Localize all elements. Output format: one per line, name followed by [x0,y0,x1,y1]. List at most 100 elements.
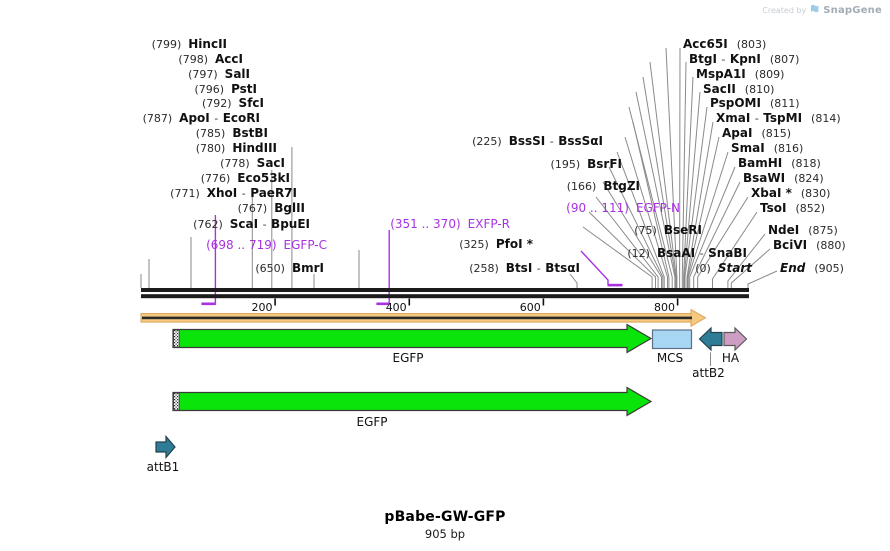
leader-line-AccI [649,61,677,288]
site-label-Acc65I: Acc65I(803) [683,37,767,52]
ruler-label-600: 600 [520,301,541,314]
site-label-XbaI *: XbaI *(830) [751,186,831,201]
site-label-BtgZI: (166)BtgZI [566,179,640,194]
site-label-ScaI-BpuEI: (762)ScaI - BpuEI [193,217,310,232]
site-label-BsaAI-SnaBI: (12)BsaAI - SnaBI [627,246,747,261]
leader-line-BamHI [689,166,736,288]
site-label-BsrFI: (195)BsrFI [550,157,622,172]
attb1-label: attB1 [146,460,180,474]
ruler-tick-400 [408,298,411,306]
site-label-HindIII: (780)HindIII [195,141,277,156]
leader-lines-group [140,47,778,306]
site-label-ApoI-EcoRI: (787)ApoI - EcoRI [142,111,260,126]
ha-arrow [723,326,748,352]
site-label-ApaI: ApaI(815) [722,126,792,141]
site-label-Eco53kI: (776)Eco53kI [200,171,290,186]
site-label-BseRI: (75)BseRI [634,223,702,238]
leader-line-ApoI [632,121,670,288]
site-label-SacII: SacII(810) [703,82,775,97]
site-label-BciVI: BciVI(880) [773,238,846,253]
site-label-BtsI-BtsαI: (258)BtsI - BtsαI [469,261,580,276]
leader-line-ScaI [582,226,653,288]
leader-line-EGFP-C [580,250,609,285]
attb2-label: attB2 [692,366,725,380]
snapgene-flag-icon [811,4,819,17]
site-label-MspA1I: MspA1I(809) [696,67,785,82]
site-label-AccI: (798)AccI [178,52,243,67]
title-block: pBabe-GW-GFP 905 bp [0,509,890,541]
egfp-2-label: EGFP [356,415,388,429]
site-label-BamHI: BamHI(818) [738,156,821,171]
site-label-SmaI: SmaI(816) [731,141,804,156]
primer-bar-EGFP-N [201,302,216,306]
ruler-tick-200 [274,298,276,306]
site-label-SfcI: (792)SfcI [201,96,264,111]
attb2-arrow [698,326,723,352]
site-label-PstI: (796)PstI [194,82,257,97]
site-label-XmaI-TspMI: XmaI - TspMI(814) [716,111,841,126]
site-label-SalI: (797)SalI [188,67,250,82]
leader-line-End [747,270,778,288]
watermark-created-by-text: Created by [762,6,807,15]
attb1-arrow [155,434,176,460]
leader-line-BmrI [569,273,578,288]
site-label-BssSI-BssSαI: (225)BssSI - BssSαI [472,134,603,149]
leader-line-XbaI * [697,196,749,288]
primer-bar-EXFP-R [376,302,390,306]
ruler-label-200: 200 [252,301,273,314]
leader-line-PstI [635,91,676,288]
leader-line-BciVI [730,248,771,288]
site-label-XhoI-PaeR7I: (771)XhoI - PaeR7I [170,186,297,201]
site-label-EGFP-C: (698 .. 719)EGFP-C [206,238,327,252]
site-label-BmrI: (650)BmrI [255,261,324,276]
watermark-brand-text: SnapGene [823,5,882,16]
leader-line-XhoI [595,196,659,288]
plasmid-size: 905 bp [424,527,466,541]
site-label-PspOMI: PspOMI(811) [710,96,800,111]
ruler-line-top [141,288,749,292]
ruler: 200 400 600 800 [141,288,749,314]
leader-line-SmaI [687,151,729,288]
site-label-BtgI-KpnI: BtgI - KpnI(807) [689,52,800,67]
leader-line-SalI [642,76,677,288]
leader-line-NdeI [727,233,766,288]
orf-frame-arrow [140,308,707,328]
site-label-NdeI: NdeI(875) [768,223,838,238]
leader-line-BglII [588,211,656,288]
ruler-label-800: 800 [654,301,675,314]
egfp-arrow-2-hatched-start [173,392,180,411]
egfp-arrow-2 [172,386,653,417]
site-label-BglII: (767)BglII [237,201,305,216]
plasmid-name: pBabe-GW-GFP [384,509,506,525]
ruler-tick-800 [676,298,679,306]
leader-line-TsoI [712,211,758,288]
leader-line-SacII [683,91,701,288]
leader-line-Eco53kI [602,181,662,288]
primer-bar-EGFP-C [607,283,623,287]
site-label-TsoI: TsoI(852) [760,201,826,216]
site-label-SacI: (778)SacI [220,156,285,171]
egfp-1-label: EGFP [392,351,424,365]
site-label-End: End(905) [780,261,844,276]
site-label-BsaWI: BsaWI(824) [743,171,824,186]
ruler-tick-600 [542,298,545,306]
site-label-EGFP-N: (90 .. 111)EGFP-N [566,201,680,215]
ruler-line-bottom [141,294,749,299]
leader-line-MspA1I [683,76,694,288]
site-label-Start: (0)Start [695,261,752,276]
leader-line-SacI [608,166,664,288]
leader-line-BstBI [624,136,668,288]
leader-line-PspOMI [684,106,708,288]
leader-line-HindIII [616,151,665,288]
leader-line-ApaI [687,136,720,288]
mcs-label: MCS [656,351,684,365]
egfp-arrow-1 [172,323,653,354]
leader-line-XmaI [686,121,714,288]
leader-line-HincII [665,47,678,288]
egfp-arrow-1-hatched-start [173,329,180,348]
site-label-PfoI *: (325)PfoI * [459,237,533,252]
leader-line-BsaWI [693,181,741,288]
ruler-label-400: 400 [386,301,407,314]
